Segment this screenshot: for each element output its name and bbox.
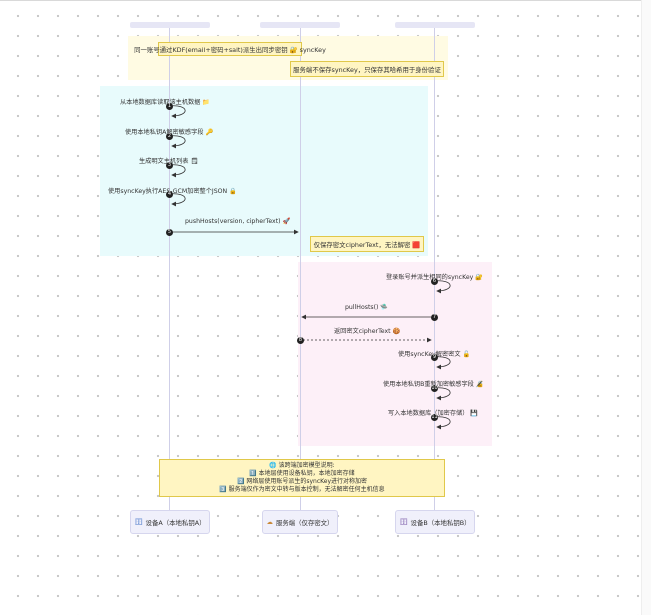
step-a2-label: 使用本地私钥A解密敏感字段 🔑 bbox=[125, 129, 214, 136]
summary-line-2: 2️⃣ 网络层使用账号派生的syncKey进行对称加密 bbox=[236, 478, 368, 485]
pull-label: pullHosts() 🛸 bbox=[345, 304, 389, 311]
self-loop-b11 bbox=[433, 416, 451, 430]
summary-title: 🌐 该跨端加密模型说明: bbox=[269, 462, 335, 469]
return-label: 返回密文cipherText 🍪 bbox=[334, 328, 401, 335]
lifeline-server bbox=[300, 28, 301, 510]
note-kdf: 同一账号通过KDF(email+密码+salt)派生出同步密钥 🔐 syncKe… bbox=[134, 42, 326, 56]
step-a1-label: 从本地数据库读取该主机数据 📁 bbox=[120, 99, 211, 106]
summary-line-3: 3️⃣ 服务端仅作为密文中转与版本控制，无法解密任何主机信息 bbox=[219, 486, 385, 493]
step-a3-number: 3 bbox=[166, 162, 173, 169]
lifeline-device-a bbox=[169, 28, 170, 510]
participant-server-label: 服务端（仅存密文） bbox=[275, 518, 334, 527]
device-a-group bbox=[100, 86, 428, 256]
step-b10-number: 10 bbox=[431, 385, 438, 392]
step-b6-label: 登录账号并派生相同的syncKey 🔐 bbox=[386, 274, 483, 281]
note-server-store: 仅保存密文cipherText，无法解密 🟥 bbox=[310, 236, 424, 252]
summary-line-1: 1️⃣ 本地层使用设备私钥，本地加密存储 bbox=[249, 470, 355, 477]
self-loop-a2 bbox=[168, 135, 186, 149]
database-icon: 🗄 bbox=[134, 518, 143, 526]
participant-server[interactable]: ☁ 服务端（仅存密文） bbox=[262, 510, 338, 534]
step-b10-label: 使用本地私钥B重新加密敏感字段 🔏 bbox=[383, 381, 484, 388]
self-loop-a3 bbox=[168, 164, 186, 178]
device-b-group bbox=[298, 262, 492, 446]
participant-b-top bbox=[395, 22, 475, 28]
step-a3-label: 生成明文主机列表 🗒 bbox=[139, 158, 199, 165]
participant-server-top bbox=[260, 22, 340, 28]
step-b9-number: 9 bbox=[431, 354, 438, 361]
step-b11-label: 写入本地数据库（加密存储） 💾 bbox=[388, 410, 479, 417]
self-loop-b6 bbox=[433, 280, 451, 294]
note-server-no-key: 服务端不保存syncKey，只保存其哈希用于身份验证 bbox=[290, 61, 444, 77]
cloud-icon: ☁ bbox=[266, 518, 273, 526]
top-border bbox=[0, 0, 651, 1]
lifeline-device-b bbox=[434, 28, 435, 510]
step-b11-number: 11 bbox=[431, 414, 438, 421]
vertical-scrollbar[interactable] bbox=[641, 0, 651, 615]
pull-number: 7 bbox=[431, 314, 438, 321]
step-a4-label: 使用syncKey执行AES-GCM加密整个JSON 🔒 bbox=[108, 188, 237, 195]
step-a4-number: 4 bbox=[166, 191, 173, 198]
self-loop-b10 bbox=[433, 387, 451, 401]
database-icon: 🗄 bbox=[399, 518, 408, 526]
return-number: 8 bbox=[297, 337, 304, 344]
push-label: pushHosts(version, cipherText) 🚀 bbox=[185, 218, 291, 225]
self-loop-a1 bbox=[168, 105, 186, 119]
participant-device-b-label: 设备B（本地私钥B） bbox=[410, 518, 471, 527]
self-loop-b9 bbox=[433, 356, 451, 370]
self-loop-a4 bbox=[168, 193, 186, 207]
summary-note: 🌐 该跨端加密模型说明: 1️⃣ 本地层使用设备私钥，本地加密存储 2️⃣ 网络… bbox=[159, 459, 445, 497]
participant-device-b[interactable]: 🗄 设备B（本地私钥B） bbox=[395, 510, 475, 534]
step-a2-number: 2 bbox=[166, 133, 173, 140]
participant-a-top bbox=[130, 22, 210, 28]
push-number: 5 bbox=[166, 229, 173, 236]
step-b6-number: 6 bbox=[431, 278, 438, 285]
participant-device-a-label: 设备A（本地私钥A） bbox=[145, 518, 206, 527]
participant-device-a[interactable]: 🗄 设备A（本地私钥A） bbox=[130, 510, 210, 534]
step-a1-number: 1 bbox=[166, 103, 173, 110]
